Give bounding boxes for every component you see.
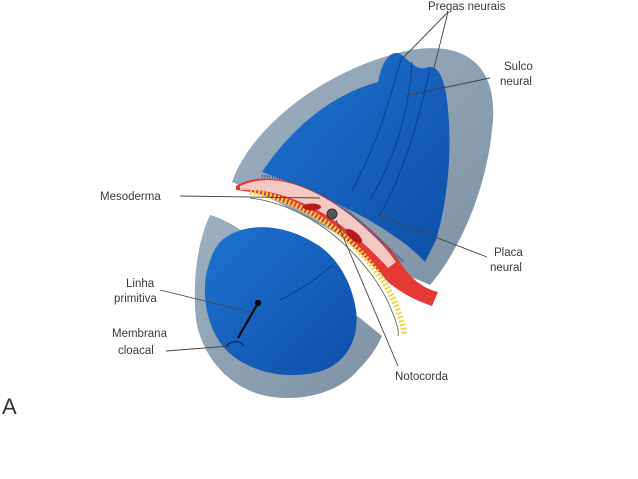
label-pregas-neurais: Pregas neurais [428,1,506,13]
notochord [327,209,337,219]
label-membrana-cloacal-1: Membrana [112,328,168,340]
label-placa-neural-1: Placa [494,247,523,259]
label-notocorda: Notocorda [395,371,449,383]
label-linha-primitiva-1: Linha [126,278,155,290]
label-sulco-neural-2: neural [500,76,532,88]
primitive-node [255,300,261,306]
mesoderm-blob-1 [303,204,321,211]
label-sulco-neural-1: Sulco [504,61,533,73]
panel-letter: A [2,394,17,419]
label-placa-neural-2: neural [490,262,522,274]
label-membrana-cloacal-2: cloacal [118,345,154,357]
label-mesoderma: Mesoderma [100,191,161,203]
label-linha-primitiva-2: primitiva [114,293,157,305]
